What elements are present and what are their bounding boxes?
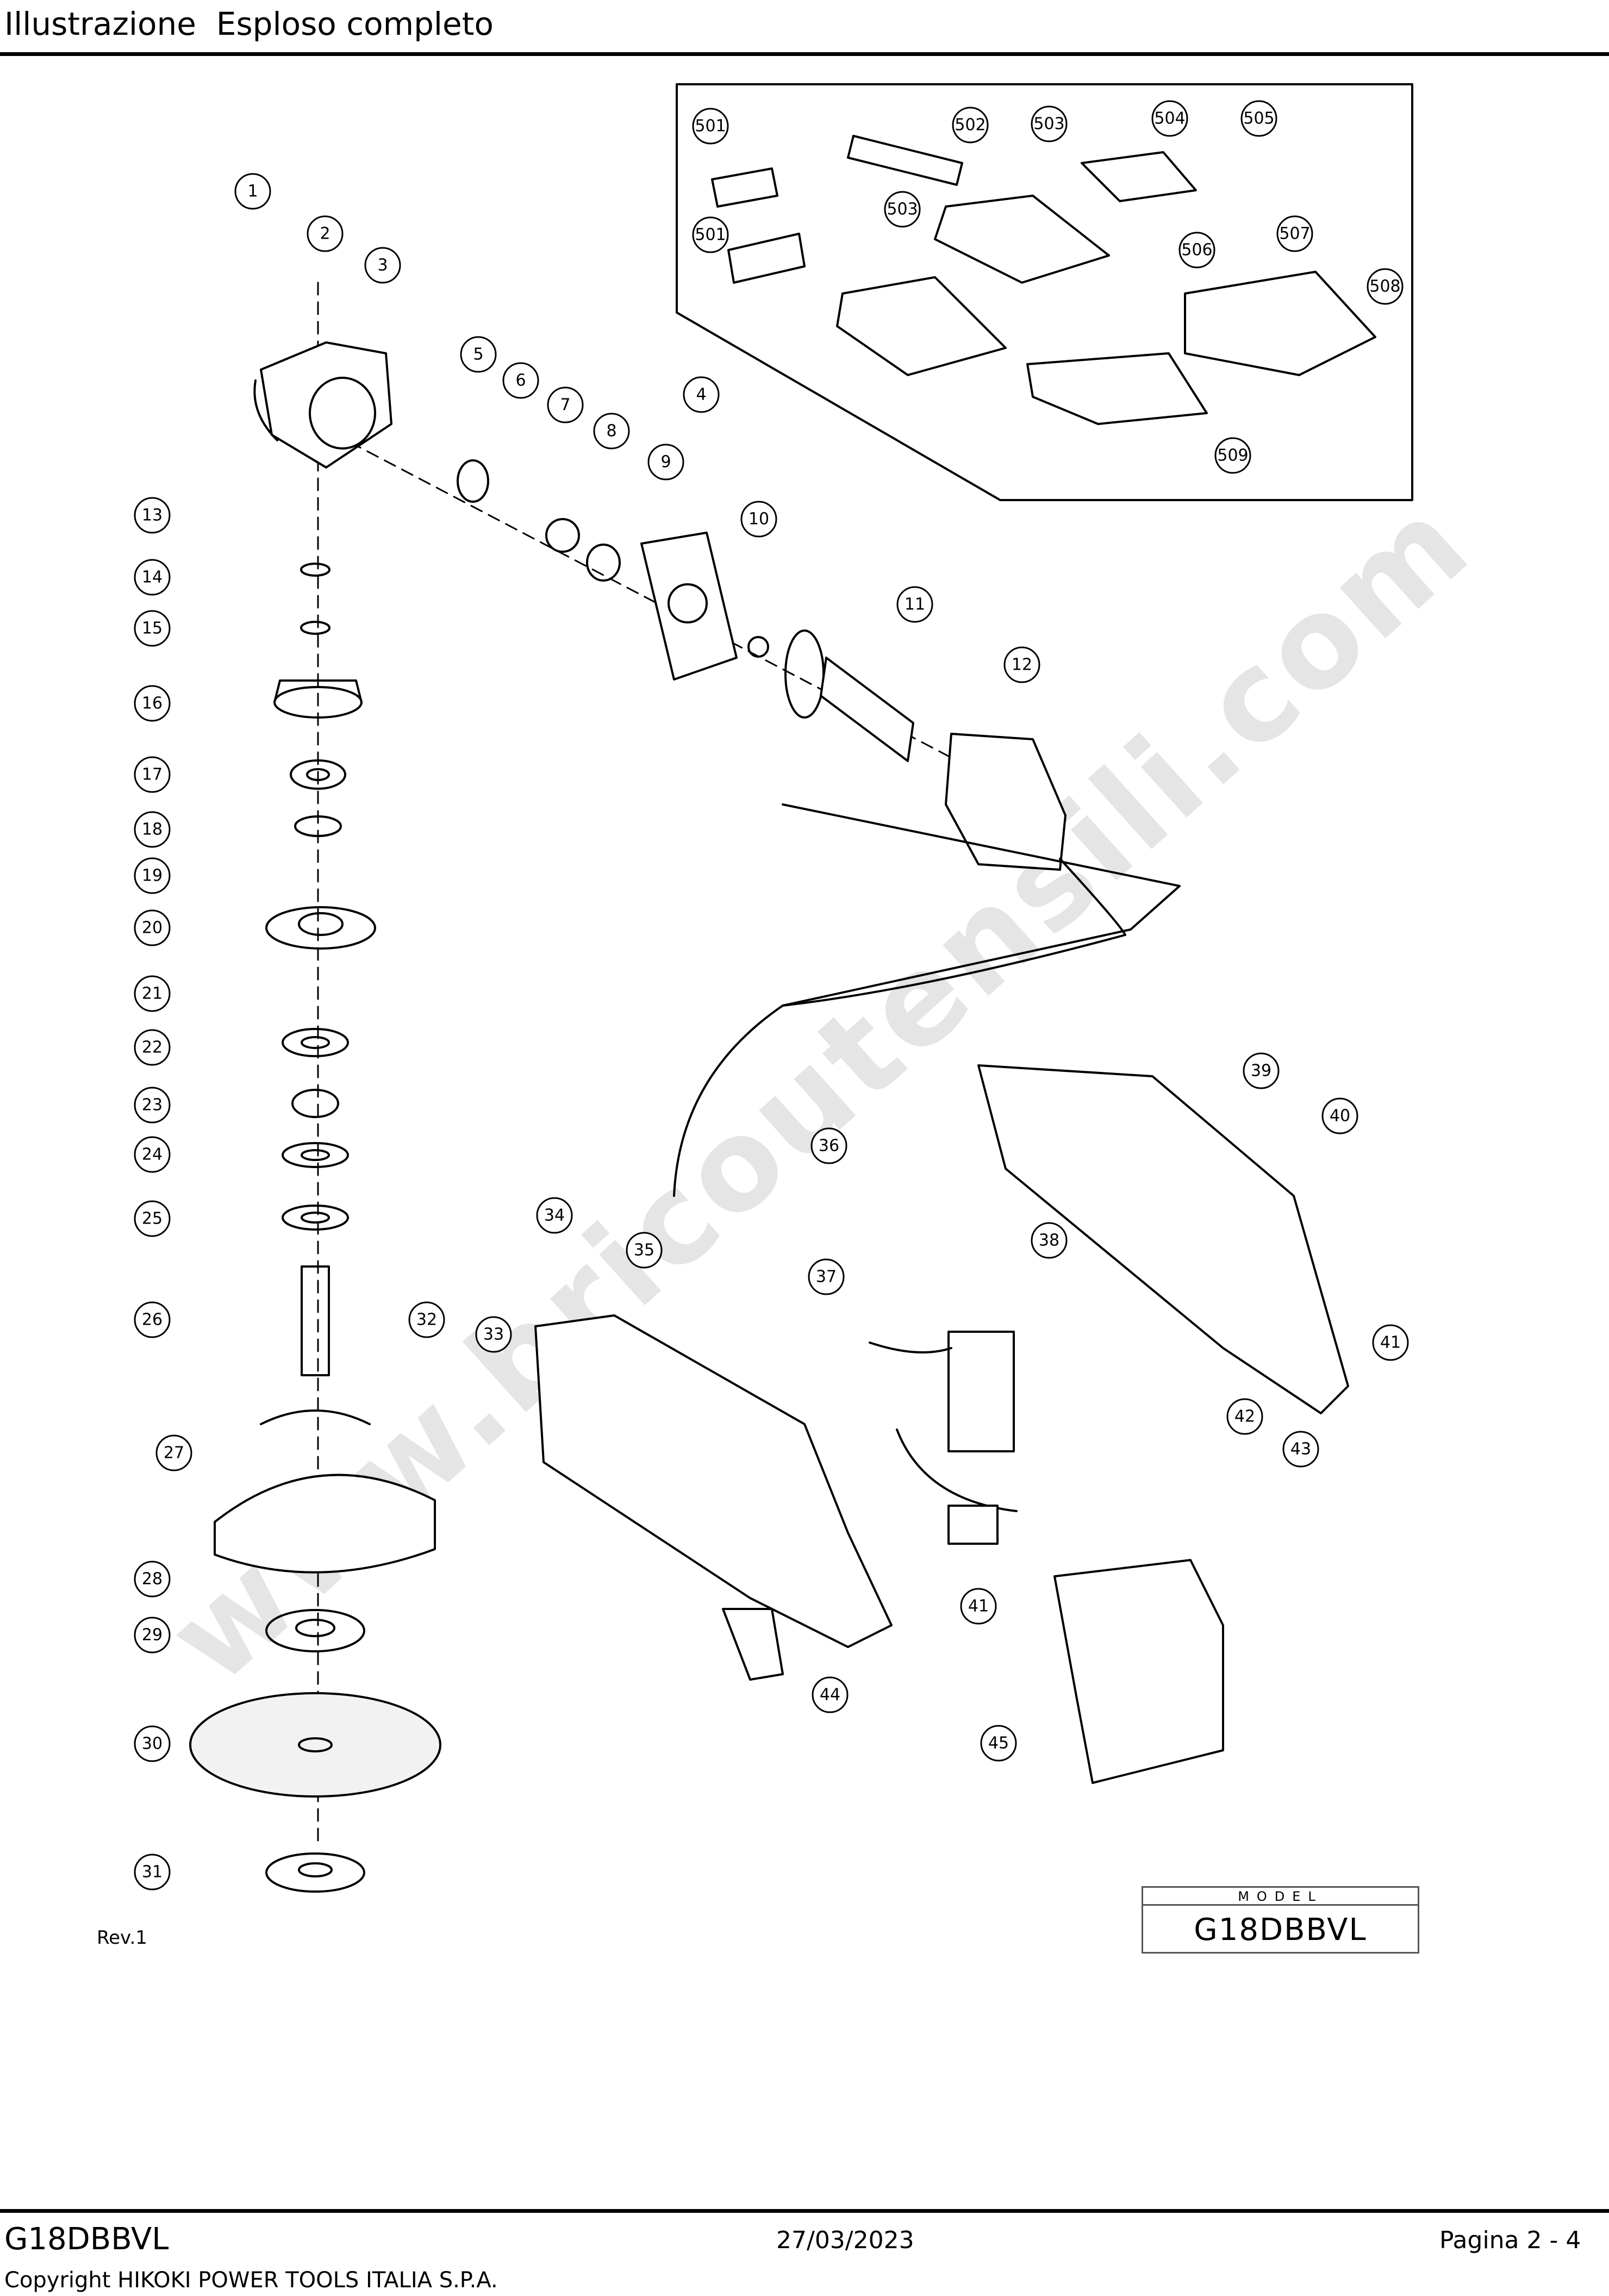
callout-label: 11 [905,595,925,614]
callout-label: 30 [142,1735,163,1754]
grinding-disc-part [189,1692,441,1798]
callout-label: 27 [164,1444,184,1463]
callout-label: 16 [142,694,163,713]
battery-part [1053,1559,1224,1784]
accessories-parts [711,135,1376,425]
callout-label: 2 [320,224,330,244]
callout-label: 29 [142,1626,163,1645]
callout-label: 45 [988,1734,1009,1753]
callout-label: 18 [142,820,163,839]
footer-page-number: Pagina 2 - 4 [1439,2226,1581,2254]
callout-label: 24 [142,1145,163,1164]
callout-label: 7 [560,396,570,415]
callout-label: 12 [1012,656,1032,675]
rear-housing-part [977,1064,1349,1414]
callout-label: 501 [695,117,726,136]
callout-label: 5 [473,345,483,364]
callout-label: 10 [749,510,769,529]
callout-label: 13 [142,506,163,525]
callout-label: 33 [483,1325,504,1344]
main-housing-part [534,1314,893,1648]
callout-label: 14 [142,568,163,587]
callout-label: 36 [819,1137,839,1156]
callout-label: 506 [1181,241,1212,260]
accessories-box [676,83,1413,501]
callout-label: 9 [660,453,671,472]
callout-label: 4 [696,385,706,404]
motor-parts-chain [457,459,914,762]
callout-label: 503 [1033,115,1064,134]
callout-label: 19 [142,866,163,885]
wheel-guard-part [214,1409,436,1574]
callout-label: 503 [887,200,918,219]
callout-label: 21 [142,984,163,1003]
footer-rule [0,2209,1609,2213]
callout-label: 501 [695,226,726,245]
gear-housing-part [253,341,392,469]
revision-label: Rev.1 [97,1927,147,1949]
callout-label: 17 [142,765,163,784]
callout-label: 8 [606,422,616,441]
exploded-view-diagram: 1 2 3 4 5 6 7 8 9 10 11 12 13 14 15 16 1… [134,83,1413,1893]
callout-label: 507 [1279,224,1310,244]
callout-label: 31 [142,1863,163,1882]
callout-label: 502 [955,116,986,135]
callout-label: 25 [142,1209,163,1228]
model-box: MODEL G18DBBVL [1142,1886,1419,1954]
callout-label: 504 [1154,109,1185,128]
callout-label: 28 [142,1570,163,1589]
callout-label: 509 [1217,446,1248,465]
callout-label: 22 [142,1038,163,1057]
callout-label: 23 [142,1096,163,1115]
callout-label: 34 [544,1206,565,1225]
callout-label: 38 [1039,1231,1059,1250]
callout-label: 39 [1251,1062,1271,1081]
footer-date: 27/03/2023 [776,2226,914,2254]
callout-label: 6 [515,371,526,390]
spindle-parts-stack [265,563,376,1376]
callout-label: 43 [1290,1440,1311,1459]
footer-model: G18DBBVL [4,2222,169,2257]
callout-label: 15 [142,619,163,638]
model-heading: MODEL [1143,1888,1418,1906]
callout-label: 41 [968,1597,989,1616]
callout-label: 41 [1380,1333,1401,1352]
callout-label: 3 [377,256,388,275]
callout-label: 20 [142,919,163,938]
callout-label: 26 [142,1311,163,1330]
header-rule [0,52,1609,56]
callout-label: 44 [820,1686,840,1705]
callout-label: 508 [1369,277,1400,296]
wiring-harness-part [869,1331,1018,1545]
callout-label: 32 [416,1311,437,1330]
callout-label: 1 [247,182,258,201]
callout-label: 37 [816,1268,837,1287]
callout-label: 35 [634,1241,654,1260]
page-title: Illustrazione Esploso completo [4,5,494,42]
callout-label: 42 [1234,1407,1255,1426]
model-name: G18DBBVL [1194,1912,1367,1948]
stator-part [945,733,1067,871]
callout-label: 40 [1330,1107,1350,1126]
callout-label: 505 [1243,109,1274,128]
footer-copyright: Copyright HIKOKI POWER TOOLS ITALIA S.P.… [4,2268,498,2293]
